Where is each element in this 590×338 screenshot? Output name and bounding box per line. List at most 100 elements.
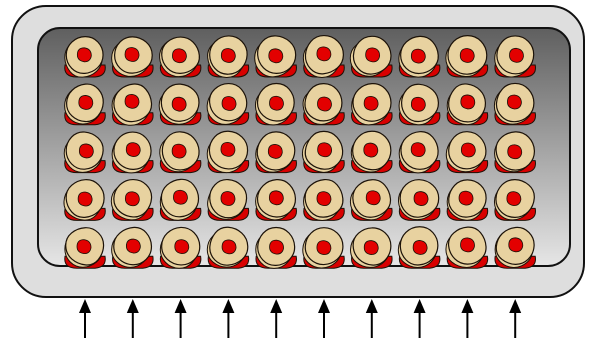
cell-nucleus bbox=[460, 142, 476, 158]
cell-nucleus bbox=[78, 143, 94, 159]
cell-nucleus bbox=[78, 95, 94, 110]
cell bbox=[159, 131, 202, 174]
arrow-head bbox=[79, 299, 91, 313]
cell bbox=[111, 131, 154, 174]
cell-nucleus bbox=[172, 48, 187, 64]
cell bbox=[302, 34, 345, 79]
cell-nucleus bbox=[365, 190, 381, 206]
arrow-head bbox=[270, 299, 283, 313]
cell-nucleus bbox=[413, 191, 429, 206]
cell-nucleus bbox=[171, 143, 187, 159]
cell bbox=[350, 130, 393, 174]
cell-nucleus bbox=[124, 47, 140, 62]
cell bbox=[494, 131, 536, 174]
cell-monolayer bbox=[63, 34, 536, 269]
cell bbox=[445, 226, 489, 269]
arrow-head bbox=[126, 299, 139, 313]
cell bbox=[302, 227, 345, 269]
cell-nucleus bbox=[317, 142, 333, 158]
cell bbox=[207, 178, 250, 221]
arrow-head bbox=[461, 299, 474, 313]
arrow-up bbox=[126, 299, 139, 338]
cell-nucleus bbox=[220, 48, 236, 63]
cell bbox=[445, 131, 489, 174]
arrow-up bbox=[413, 299, 426, 338]
cell bbox=[64, 83, 106, 126]
cell-nucleus bbox=[174, 239, 190, 254]
cell-nucleus bbox=[316, 46, 332, 62]
cell-nucleus bbox=[460, 237, 475, 253]
cell-nucleus bbox=[412, 240, 428, 255]
cell-nucleus bbox=[459, 48, 475, 63]
cell bbox=[494, 226, 536, 269]
cell-nucleus bbox=[267, 144, 283, 159]
cell bbox=[159, 178, 202, 221]
cell-nucleus bbox=[124, 191, 140, 207]
arrow-row bbox=[79, 299, 522, 338]
cell-nucleus bbox=[363, 142, 379, 158]
cell bbox=[445, 34, 489, 78]
cell-nucleus bbox=[365, 47, 381, 63]
cell bbox=[397, 179, 441, 221]
cell bbox=[158, 83, 202, 126]
cell-nucleus bbox=[221, 239, 237, 255]
arrow-up bbox=[318, 299, 330, 338]
cell-nucleus bbox=[508, 237, 524, 253]
arrow-up bbox=[174, 299, 187, 338]
cell-nucleus bbox=[507, 144, 523, 160]
cell bbox=[111, 83, 154, 126]
cell-nucleus bbox=[269, 239, 284, 255]
arrow-up bbox=[222, 299, 235, 338]
cell-nucleus bbox=[269, 95, 284, 111]
cell-nucleus bbox=[221, 96, 237, 111]
cell-nucleus bbox=[410, 142, 426, 158]
arrow-head bbox=[413, 299, 426, 313]
arrow-up bbox=[461, 299, 474, 338]
cell bbox=[303, 178, 345, 221]
cell-nucleus bbox=[509, 47, 524, 63]
cell bbox=[64, 227, 106, 269]
cell-nucleus bbox=[458, 190, 474, 206]
cell bbox=[351, 83, 393, 126]
cell-nucleus bbox=[363, 240, 379, 255]
cell bbox=[254, 82, 297, 126]
cell-nucleus bbox=[268, 48, 284, 64]
cell-nucleus bbox=[125, 142, 141, 158]
cell-nucleus bbox=[76, 47, 92, 63]
cell-nucleus bbox=[363, 95, 379, 111]
cell-nucleus bbox=[460, 94, 476, 110]
cell bbox=[63, 179, 106, 221]
arrow-up bbox=[509, 299, 522, 338]
cell bbox=[493, 82, 536, 126]
cell-nucleus bbox=[507, 94, 522, 110]
cell-nucleus bbox=[410, 96, 426, 112]
cell bbox=[111, 36, 154, 78]
cell bbox=[494, 35, 536, 78]
arrow-head bbox=[174, 299, 187, 313]
cell bbox=[206, 130, 250, 174]
cell bbox=[493, 179, 536, 221]
cell bbox=[398, 131, 441, 174]
cell-nucleus bbox=[171, 96, 187, 112]
cell-nucleus bbox=[268, 190, 284, 206]
cell-nucleus bbox=[410, 48, 426, 64]
cell bbox=[206, 82, 250, 126]
cell bbox=[63, 131, 106, 174]
cell-nucleus bbox=[124, 93, 140, 109]
cell bbox=[207, 35, 250, 78]
arrow-head bbox=[509, 299, 522, 313]
cell bbox=[255, 226, 297, 269]
cell-nucleus bbox=[173, 189, 188, 205]
cell bbox=[255, 179, 297, 221]
cell bbox=[254, 35, 297, 78]
cell-nucleus bbox=[220, 141, 236, 157]
cell-nucleus bbox=[220, 191, 236, 206]
arrow-up bbox=[270, 299, 283, 338]
cell bbox=[159, 36, 202, 78]
cell bbox=[350, 227, 393, 269]
arrow-head bbox=[318, 299, 330, 313]
cell bbox=[349, 179, 393, 221]
cell bbox=[397, 226, 441, 269]
cell bbox=[110, 178, 154, 221]
